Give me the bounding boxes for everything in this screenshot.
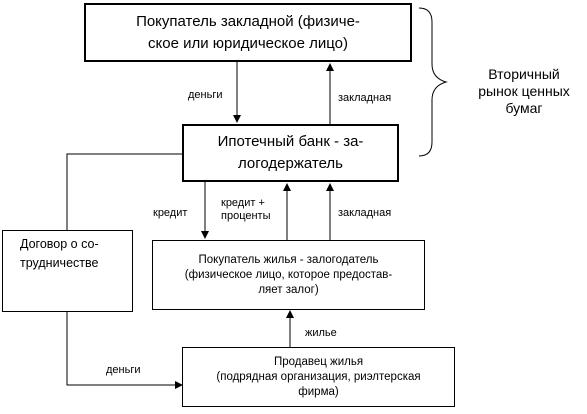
node-housing-seller-label: Продавец жилья (подрядная организация, р…	[216, 355, 421, 398]
node-cooperation-contract: Договор о со- трудничестве	[2, 230, 133, 312]
node-mortgage-bank-label: Ипотечный банк - за- логодержатель	[217, 133, 364, 172]
edge-label-credit-interest: кредит + проценты	[221, 197, 271, 222]
node-housing-buyer-label: Покупатель жилья - залогодатель (физичес…	[184, 253, 393, 296]
line-bank-to-contract	[66, 153, 182, 230]
brace-label: Вторичный рынок ценных бумаг	[478, 66, 570, 116]
edge-label-money-top: деньги	[188, 89, 223, 101]
edge-label-mortgage-mid: закладная	[338, 207, 392, 219]
edge-label-credit: кредит	[153, 207, 188, 219]
node-cooperation-contract-label: Договор о со- трудничестве	[20, 237, 99, 270]
arrow-money-to-seller	[66, 312, 183, 389]
node-mortgage-buyer: Покупатель закладной (физиче- ское или ю…	[84, 3, 412, 62]
edge-label-money-bottom: деньги	[106, 364, 141, 376]
edge-label-mortgage-top: закладная	[338, 92, 392, 104]
curly-brace	[418, 7, 448, 157]
node-housing-seller: Продавец жилья (подрядная организация, р…	[182, 347, 455, 407]
node-mortgage-buyer-label: Покупатель закладной (физиче- ское или ю…	[136, 12, 360, 52]
node-mortgage-bank: Ипотечный банк - за- логодержатель	[182, 124, 399, 182]
edge-label-housing: жилье	[305, 327, 337, 339]
node-housing-buyer: Покупатель жилья - залогодатель (физичес…	[152, 240, 425, 310]
